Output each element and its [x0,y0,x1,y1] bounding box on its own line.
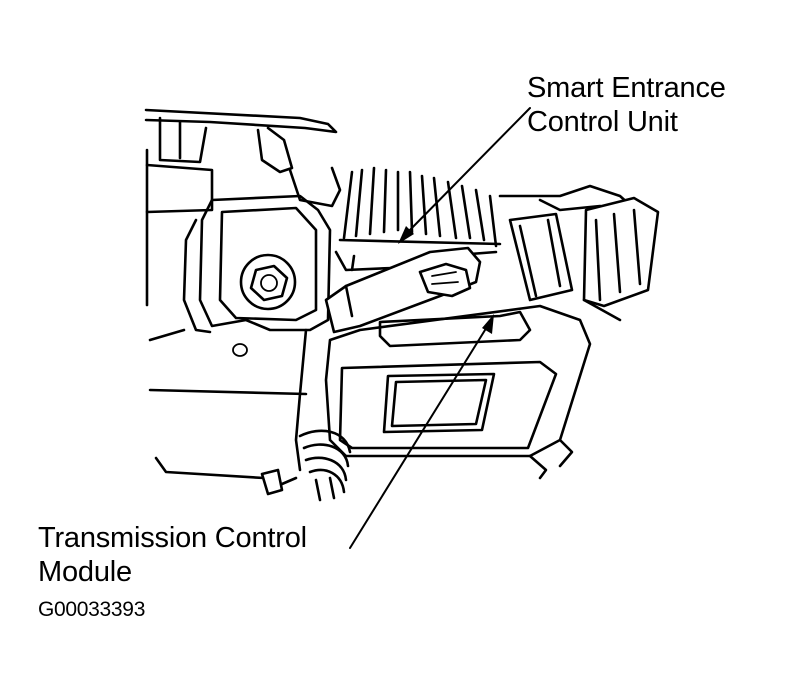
transmission-label-line2: Module [38,556,132,588]
smart-entrance-connector [324,246,482,334]
wiring-harness [334,166,502,272]
transmission-control-module-label: Transmission Control Module [38,521,307,589]
arrowhead-smart-entrance [398,226,414,244]
hex-bolt [239,253,297,311]
figure-id: G00033393 [38,598,146,621]
leader-line-transmission [349,321,491,549]
arrowhead-transmission [482,314,494,334]
lower-panel [148,328,308,496]
leader-lines [349,107,531,549]
dash-frame [144,108,342,307]
transmission-control-module [324,304,592,480]
mounting-bracket [148,194,332,357]
lower-harness [298,429,352,502]
upper-right-connectors [498,184,660,322]
leader-line-smart-entrance [403,107,531,237]
smart-entrance-control-unit-label: Smart Entrance Control Unit [527,71,726,139]
smart-entrance-label-line2: Control Unit [527,106,678,138]
transmission-label-line1: Transmission Control [38,522,307,554]
smart-entrance-label-line1: Smart Entrance [527,72,726,104]
